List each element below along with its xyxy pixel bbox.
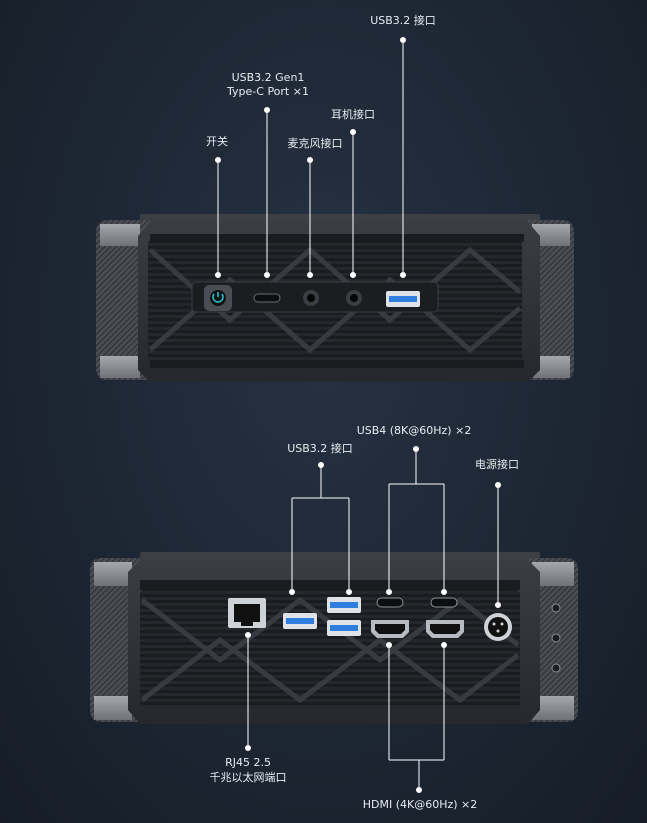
power-button[interactable] (204, 285, 232, 311)
label-typec-line1: USB3.2 Gen1 (231, 71, 305, 84)
label-usb32-front: USB3.2 接口 (370, 14, 436, 27)
rear-usb-a-port-1[interactable] (283, 613, 317, 629)
front-top-lip (140, 214, 540, 222)
rear-callouts (245, 446, 501, 793)
front-usb-a-port[interactable] (386, 291, 420, 307)
usb4-port-2[interactable] (430, 597, 458, 608)
rj45-port[interactable] (228, 598, 266, 628)
earphone-jack[interactable] (346, 290, 362, 306)
front-left-cap-top (100, 224, 140, 246)
front-left-cap-bottom (100, 356, 140, 378)
front-left-cap (96, 220, 150, 380)
front-right-cap-bottom (532, 356, 570, 378)
hdmi-port-2[interactable] (426, 620, 464, 638)
front-callouts (215, 37, 406, 278)
usb4-port-1[interactable] (376, 597, 404, 608)
label-power-switch: 开关 (206, 135, 228, 148)
mic-jack[interactable] (303, 290, 319, 306)
power-input-port[interactable] (484, 613, 512, 641)
typec-port[interactable] (253, 293, 281, 303)
rear-usb-a-port-2[interactable] (327, 597, 361, 613)
label-typec-line2: Type-C Port ×1 (227, 85, 309, 98)
label-rj45-line1: RJ45 2.5 (225, 756, 271, 769)
rear-usb-a-port-3[interactable] (327, 620, 361, 636)
label-power-input: 电源接口 (475, 458, 519, 471)
label-earphone: 耳机接口 (331, 108, 375, 121)
label-rj45-line2: 千兆以太网端口 (209, 771, 287, 784)
rear-device (90, 552, 578, 724)
label-mic: 麦克风接口 (287, 137, 343, 150)
label-usb32-rear: USB3.2 接口 (287, 442, 353, 455)
rear-left-cap (90, 558, 140, 722)
front-right-cap-top (532, 224, 570, 246)
front-device (96, 214, 574, 382)
label-usb4: USB4 (8K@60Hz) ×2 (356, 424, 472, 437)
label-hdmi: HDMI (4K@60Hz) ×2 (362, 798, 478, 811)
hdmi-port-1[interactable] (371, 620, 409, 638)
